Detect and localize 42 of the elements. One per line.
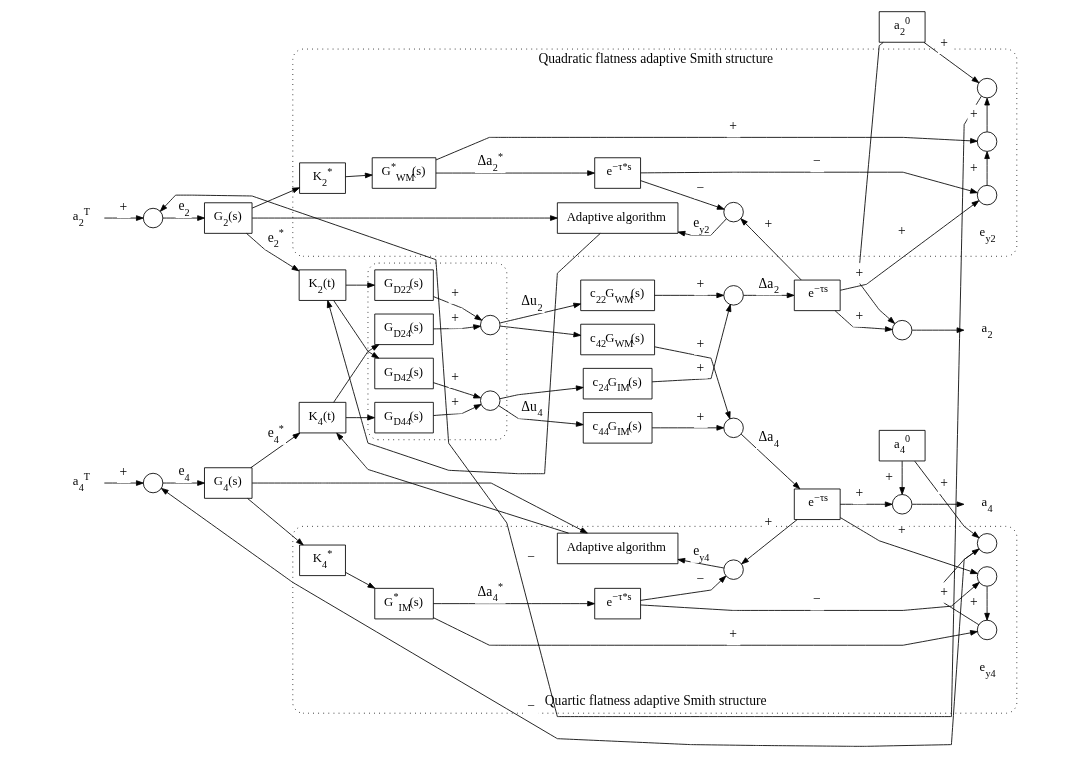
edge-label: −	[696, 571, 704, 587]
edge-label: +	[884, 468, 893, 484]
edge-label: +	[939, 475, 948, 491]
edge-label: +	[939, 583, 948, 599]
edge-label: e$_{4}$	[178, 463, 190, 483]
edge-label: +	[854, 307, 863, 323]
edge-label: −	[812, 153, 821, 169]
node-text: a$_{2}$	[981, 321, 993, 340]
node-text: a$_{4}$	[981, 495, 993, 514]
edge-label: +	[897, 222, 906, 238]
edge-label: +	[119, 464, 127, 480]
edge-label: +	[969, 594, 978, 610]
edge-label: +	[450, 368, 459, 384]
edge-label: +	[450, 394, 459, 410]
edge-label: Δu$_{4}$	[520, 398, 542, 419]
edge-label: Δu$_{2}$	[520, 293, 542, 313]
edge-label: +	[969, 106, 978, 122]
edge-label: +	[696, 276, 704, 292]
edge-label: +	[696, 359, 704, 375]
edge-label: +	[969, 159, 978, 175]
edge-label: +	[728, 626, 737, 642]
edge-label: −	[526, 549, 535, 564]
edge-label: Δa$_{4}$	[758, 429, 779, 449]
edge-label: +	[764, 216, 772, 232]
edge-label: e$_{2}$	[178, 198, 190, 218]
edge-label: e$_{y2}$	[692, 215, 709, 235]
edge-label: +	[696, 408, 704, 424]
edge-label: +	[119, 199, 127, 215]
edge-label: +	[854, 264, 863, 280]
edge-label: +	[728, 118, 737, 134]
edge-label: +	[854, 485, 863, 501]
label: e$_{y2}$	[978, 225, 996, 244]
edge-label: −	[812, 591, 821, 607]
edge-label: +	[450, 284, 459, 300]
label: e$_{y4}$	[978, 660, 996, 679]
edge-label: −	[526, 697, 535, 713]
edge-label: e$_{y4}$	[692, 543, 709, 563]
edge-label: +	[696, 335, 704, 351]
edge-label: −	[696, 179, 704, 195]
edge-label: +	[450, 309, 459, 325]
edge-label: Δa$_{2}$	[758, 275, 779, 296]
edge-label: +	[939, 35, 948, 51]
